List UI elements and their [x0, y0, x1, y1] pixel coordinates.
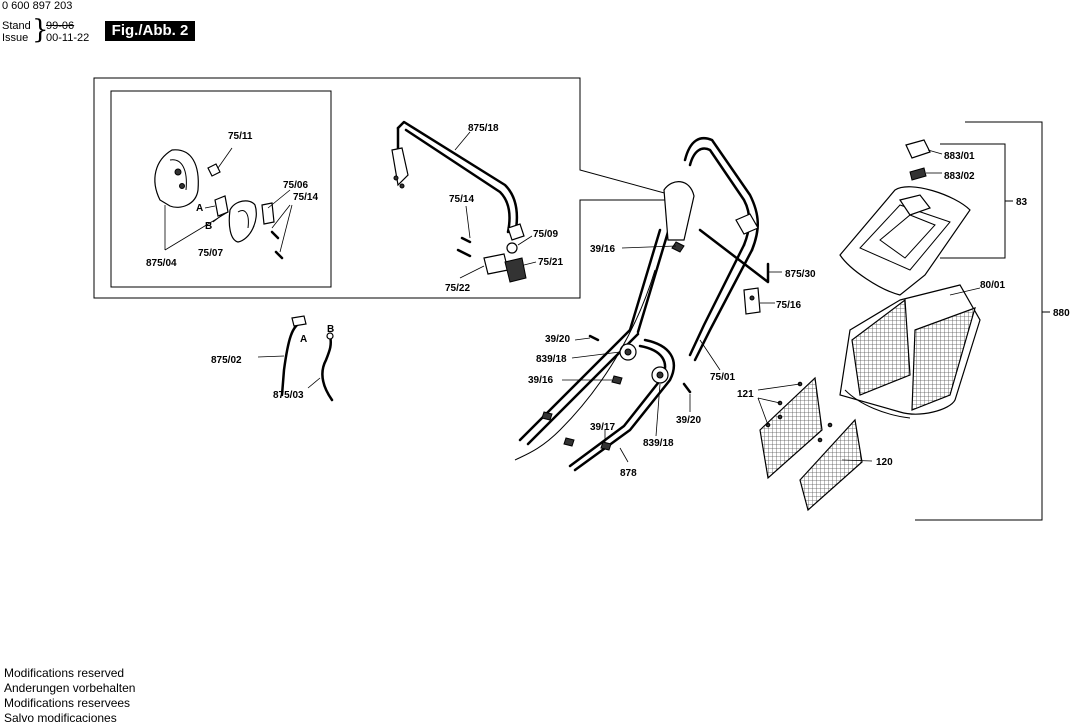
footer-line-4: Salvo modificaciones	[4, 711, 117, 725]
footer-notes: Modifications reserved Anderungen vorbeh…	[4, 666, 135, 726]
label-75-06: 75/06	[283, 180, 308, 191]
label-875-02: 875/02	[211, 355, 242, 366]
figure-badge: Fig./Abb. 2	[105, 21, 195, 41]
label-75-14: 75/14	[449, 194, 474, 205]
stand-label: Stand	[2, 20, 31, 32]
label-80-01: 80/01	[980, 280, 1005, 291]
grass-catcher-drawing	[839, 139, 981, 419]
label-875-18: 875/18	[468, 123, 499, 134]
label-880: 880	[1053, 308, 1070, 319]
issue-label: Issue	[2, 32, 29, 44]
label-121: 121	[737, 389, 754, 400]
label-a-cable: A	[300, 334, 307, 345]
label-875-04: 875/04	[146, 258, 177, 269]
document-number: 0 600 897 203	[2, 0, 73, 12]
range-brackets	[915, 121, 1050, 521]
label-75-11: 75/11	[228, 131, 253, 142]
detail-inner-frame	[110, 90, 332, 288]
label-75-07: 75/07	[198, 248, 223, 259]
label-75-21: 75/21	[538, 257, 563, 268]
label-75-09: 75/09	[533, 229, 558, 240]
switch-housing-drawing	[154, 147, 293, 260]
label-a-inner: A	[196, 203, 203, 214]
cable-drawing	[257, 315, 334, 402]
detail-frame	[93, 77, 691, 299]
label-75-14-inner: 75/14	[293, 192, 318, 203]
label-75-01: 75/01	[710, 372, 735, 383]
stand-date: 99-06	[46, 20, 75, 32]
label-83: 83	[1016, 197, 1028, 208]
label-39-16-top: 39/16	[590, 244, 615, 255]
label-839-18-top: 839/18	[536, 354, 567, 365]
label-39-17: 39/17	[590, 422, 615, 433]
label-878: 878	[620, 468, 637, 479]
handle-bar-drawing	[391, 120, 537, 283]
date-brace: }	[32, 15, 49, 45]
label-883-02: 883/02	[944, 171, 975, 182]
label-b-cable: B	[327, 324, 334, 335]
label-875-03: 875/03	[273, 390, 304, 401]
label-39-20-right: 39/20	[676, 415, 701, 426]
label-875-30: 875/30	[785, 269, 816, 280]
label-75-22: 75/22	[445, 283, 470, 294]
footer-line-1: Modifications reserved	[4, 666, 125, 680]
label-120: 120	[876, 457, 893, 468]
footer-line-2: Anderungen vorbehalten	[4, 681, 136, 695]
side-grids-drawing	[757, 287, 981, 512]
label-839-18-bottom: 839/18	[643, 438, 674, 449]
label-39-16-bottom: 39/16	[528, 375, 553, 386]
issue-date: 00-11-22	[46, 32, 90, 44]
label-39-20-left: 39/20	[545, 334, 570, 345]
label-75-16: 75/16	[776, 300, 801, 311]
label-b-inner: B	[205, 221, 212, 232]
label-883-01: 883/01	[944, 151, 975, 162]
footer-line-3: Modifications reservees	[4, 696, 131, 710]
main-handle-drawing	[514, 136, 782, 472]
